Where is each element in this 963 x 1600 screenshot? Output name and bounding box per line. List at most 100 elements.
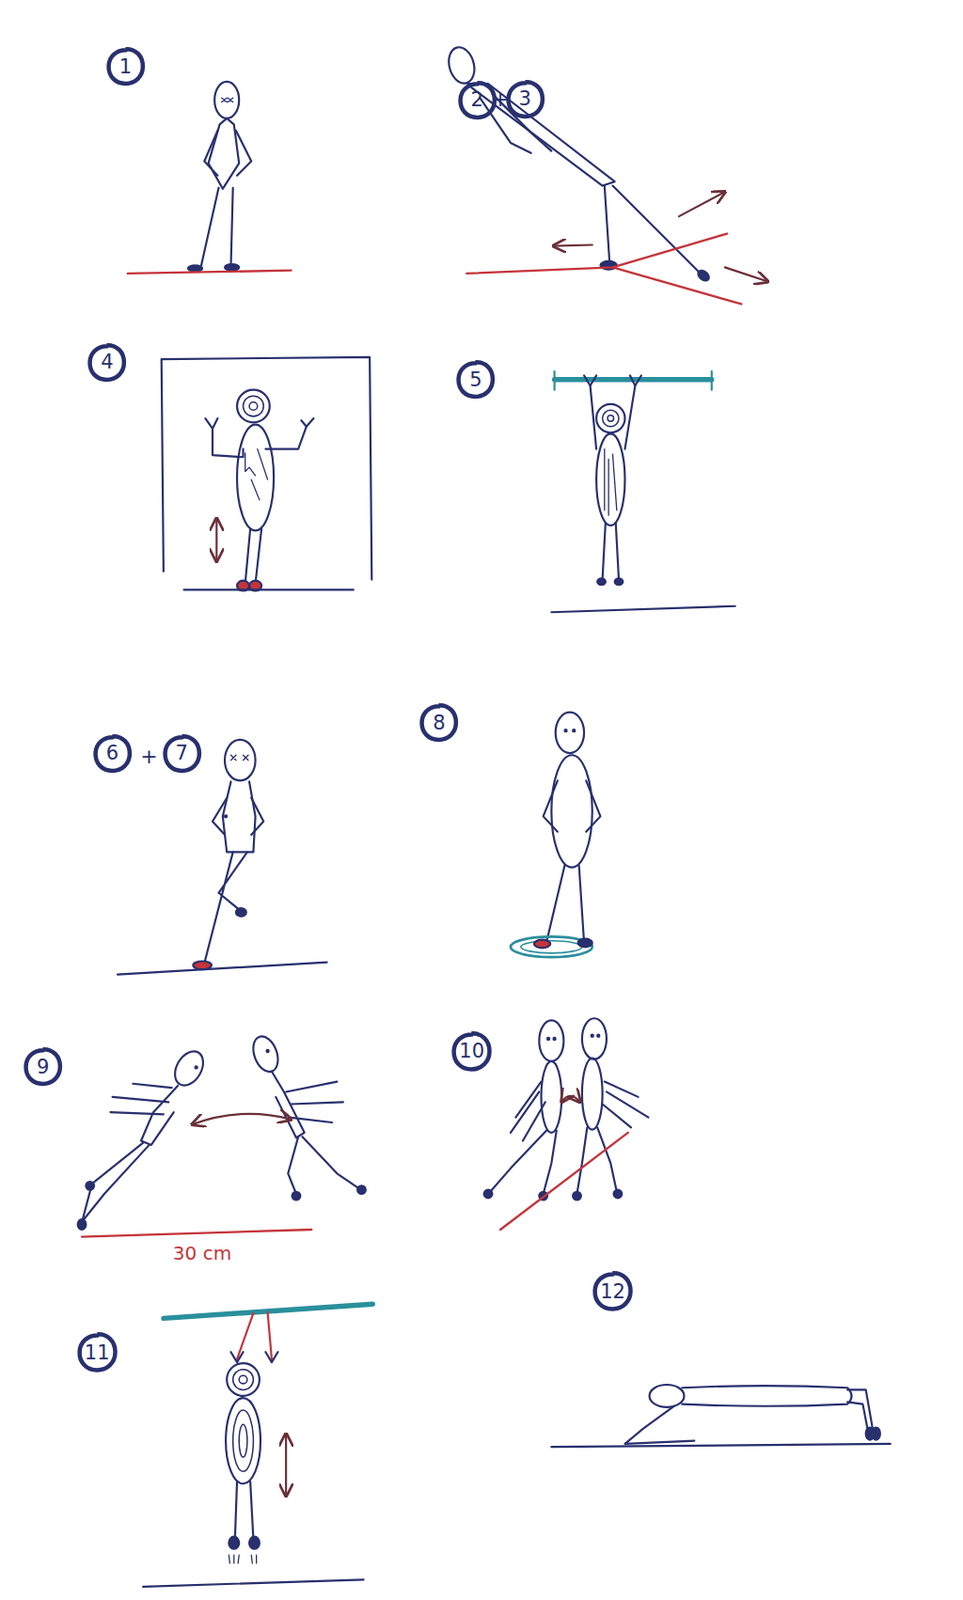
overhead-bar-figure-stroke [607, 415, 615, 423]
jumping-figures-stroke [78, 1219, 87, 1231]
circle-outline-path [454, 1033, 490, 1070]
calf-raise-figure-stroke [205, 418, 314, 429]
calf-raise-figure-stroke [212, 426, 307, 458]
balance-pad-figure-stroke [572, 729, 575, 732]
overhead-bar-figure-stroke [584, 375, 642, 386]
side-jump-figures-stroke [591, 1035, 594, 1038]
standing-figure-stroke [127, 270, 292, 274]
balance-pad-figure-stroke [578, 939, 593, 948]
callout-number: 4 [100, 350, 113, 374]
side-jump-figures-stroke [614, 1190, 623, 1200]
hanging-figure-stroke [233, 1410, 254, 1472]
one-leg-stand-figure [117, 740, 328, 976]
callout-circle: 10 [452, 1032, 491, 1072]
side-jump-figures-stroke [602, 1082, 649, 1129]
balance-pad-figure-stroke [551, 755, 592, 868]
hanging-figure-stroke [233, 1370, 254, 1391]
calf-raise-figure-stroke [245, 528, 262, 585]
callout-circle: 7 [163, 735, 201, 773]
plank-figure-stroke [871, 1428, 881, 1441]
one-leg-stand-figure-stroke [204, 852, 248, 963]
circle-outline-path [26, 1049, 61, 1085]
standing-figure [127, 81, 292, 274]
callout-circle: 9 [24, 1048, 62, 1086]
jumping-figures-stroke [287, 1136, 360, 1195]
callout-number: 1 [119, 55, 132, 79]
hanging-figure-stroke [284, 1434, 287, 1497]
balance-pad-figure-stroke [546, 865, 585, 943]
hanging-figure-stroke [228, 1555, 256, 1564]
plank-figure-stroke [551, 1444, 890, 1448]
one-leg-stand-figure-stroke [224, 740, 256, 781]
one-leg-stand-figure-stroke [222, 781, 256, 853]
lunge-figure-stroke [604, 186, 701, 274]
lunge-figure [444, 44, 768, 304]
plus-sign: + [140, 743, 158, 768]
lunge-figure-stroke [553, 245, 593, 247]
jumping-figures-stroke [285, 1082, 344, 1123]
side-jump-figures-stroke [576, 1127, 616, 1195]
calf-raise-figure-stroke [236, 390, 270, 424]
overhead-bar-figure-stroke [551, 606, 735, 614]
jumping-figures-stroke [249, 1033, 284, 1076]
side-jump-figures-stroke [540, 1061, 562, 1134]
side-jump-figures-stroke [484, 1190, 493, 1200]
standing-figure-stroke [204, 130, 252, 176]
jumping-figures-stroke [267, 1050, 269, 1053]
calf-raise-figure-stroke [236, 425, 274, 532]
side-jump-figures-stroke [538, 1020, 564, 1061]
standing-figure-stroke [188, 265, 203, 272]
one-leg-stand-figure-stroke [224, 815, 227, 818]
hanging-figure-stroke [225, 1398, 261, 1484]
one-leg-stand-figure-stroke [212, 798, 264, 836]
circle-outline-path [507, 81, 542, 117]
side-jump-figures-stroke [582, 1058, 603, 1131]
side-jump-figures-stroke [582, 1018, 607, 1059]
overhead-bar-figure-stroke [602, 522, 619, 581]
circle-outline-path [78, 1335, 115, 1372]
standing-figure-stroke [224, 264, 239, 271]
hanging-figure-stroke [228, 1537, 239, 1550]
balance-pad-figure [510, 712, 601, 959]
overhead-bar-figure-stroke [596, 433, 625, 526]
circle-outline-path [164, 736, 199, 772]
callout-circle: 3 [506, 80, 544, 118]
balance-pad-figure-stroke [555, 712, 585, 754]
callout-circle: 8 [420, 704, 458, 742]
side-jump-figures-stroke [510, 1082, 546, 1142]
plank-figure-stroke [847, 1389, 873, 1431]
standing-figure-stroke [201, 188, 234, 266]
one-leg-stand-figure-stroke [117, 963, 328, 976]
side-jump-figures-stroke [547, 1038, 550, 1041]
plank-figure-stroke [625, 1406, 695, 1445]
circle-outline-path [459, 82, 494, 118]
jumping-figures [78, 1033, 366, 1238]
plank-figure-stroke [681, 1386, 852, 1407]
jumping-figures-stroke [292, 1192, 301, 1201]
one-leg-stand-figure-stroke [236, 908, 247, 917]
overhead-bar-figure-stroke [590, 385, 636, 449]
hanging-figure [142, 1304, 373, 1588]
callout-number: 3 [518, 87, 531, 111]
callout-circle: 1 [107, 47, 144, 85]
circle-outline-path [595, 1273, 632, 1310]
balance-pad-figure-stroke [510, 936, 593, 958]
side-jump-figures-stroke [572, 1192, 582, 1201]
lunge-figure-stroke [725, 267, 769, 282]
hanging-figure-stroke [231, 1352, 279, 1363]
overhead-bar-figure-stroke [596, 404, 625, 433]
calf-raise-figure-stroke [249, 402, 258, 411]
plank-figure-stroke [649, 1385, 685, 1408]
plank-figure [551, 1385, 890, 1448]
lunge-figure-stroke [695, 268, 711, 284]
jumping-figures-stroke [141, 1086, 178, 1146]
overhead-bar-figure-stroke [615, 578, 624, 585]
balance-pad-figure-stroke [543, 780, 601, 832]
one-leg-stand-figure-stroke [231, 755, 249, 760]
hanging-figure-stroke [226, 1363, 260, 1397]
callout-circle: 4 [88, 344, 126, 381]
callout-number: 7 [175, 741, 189, 765]
hanging-figure-stroke [249, 1537, 260, 1550]
